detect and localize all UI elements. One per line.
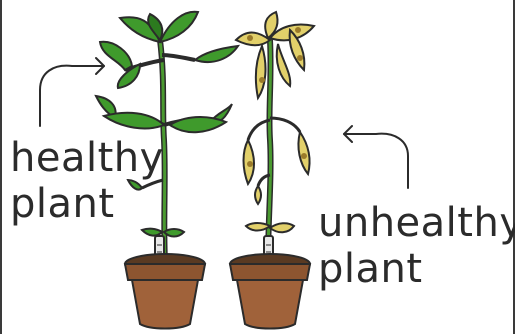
curved-arrow-right-icon — [40, 58, 104, 126]
unhealthy-leaf — [246, 223, 270, 231]
healthy-plant-label: healthy plant — [10, 135, 164, 227]
healthy-label-line2: plant — [10, 181, 164, 227]
unhealthy-plant — [230, 12, 314, 329]
unhealthy-leaf — [270, 223, 294, 232]
healthy-label-line1: healthy — [10, 135, 164, 181]
healthy-leaf — [104, 113, 164, 129]
unhealthy-leaf — [256, 46, 266, 98]
unhealthy-leaf — [277, 44, 291, 86]
unhealthy-pot — [230, 254, 310, 329]
healthy-leaf — [170, 117, 226, 132]
healthy-pot — [125, 254, 205, 329]
healthy-leaf — [195, 46, 238, 62]
unhealthy-leaf — [255, 186, 261, 204]
curved-arrow-left-icon — [344, 126, 408, 188]
unhealthy-plant-label: unhealthy plant — [318, 200, 515, 292]
healthy-leaf — [164, 229, 184, 237]
healthy-leaf — [142, 229, 162, 236]
unhealthy-leaf — [236, 33, 270, 46]
unhealthy-label-line2: plant — [318, 246, 515, 292]
healthy-leaf — [160, 12, 198, 42]
unhealthy-label-line1: unhealthy — [318, 200, 515, 246]
unhealthy-leaves — [236, 12, 314, 232]
